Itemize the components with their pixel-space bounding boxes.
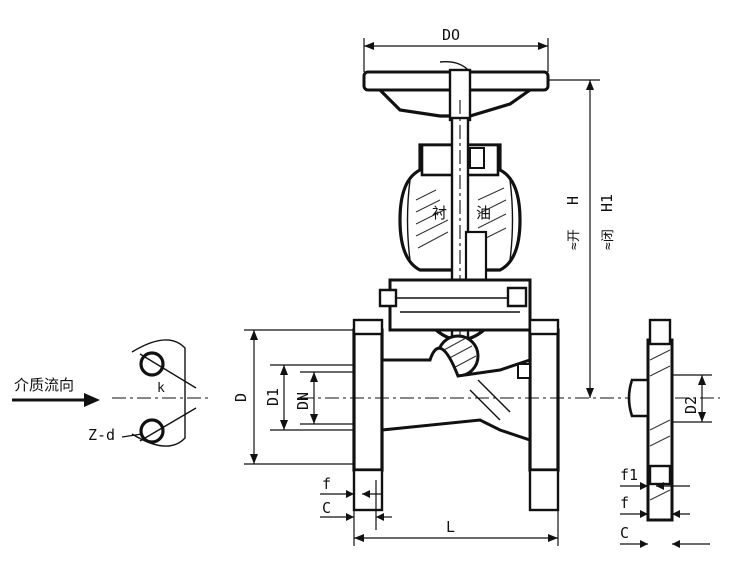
flow-arrow-head [84, 393, 100, 407]
dn-label: DN [294, 392, 312, 410]
bolt-diagonal-2 [139, 407, 197, 442]
d-label: D [232, 393, 250, 402]
bolt-diagonal-1 [139, 353, 197, 389]
bolt-pattern-view: k Z-d [88, 339, 212, 447]
l-dimension: L [353, 510, 559, 546]
left-flange-bolt-top [352, 318, 384, 336]
handwheel [362, 61, 550, 122]
k-label: k [157, 381, 165, 396]
right-flange-bolt-bottom [528, 468, 560, 512]
h1-approx-label: ≈闭 [601, 229, 616, 250]
h1-label: H1 [598, 194, 616, 212]
d1-label: D1 [264, 388, 282, 406]
f-label: f [322, 475, 331, 493]
lining-label-left: 衬 [432, 204, 447, 222]
h-dimensions: ≈开 H ≈闭 H1 [548, 79, 616, 398]
right-flange [528, 328, 560, 472]
f1-label: f1 [620, 466, 638, 484]
flow-direction-label: 介质流向 [14, 376, 74, 394]
bolt-hole-top [139, 351, 165, 377]
left-f-c-dimensions: f C [320, 475, 392, 530]
c-right-label: C [620, 524, 629, 542]
d2-dimension: D2 [672, 374, 712, 423]
bonnet-bolt-left [378, 288, 398, 308]
left-flange-bolt-bottom [352, 468, 384, 512]
f-right-label: f [620, 494, 629, 512]
right-f-c-dimensions: f1 f C [620, 466, 710, 548]
z-d-leader [121, 433, 143, 438]
h-label: H [564, 196, 582, 205]
dn-dimension: DN [294, 371, 354, 425]
l-label: L [446, 518, 455, 536]
bolt-hole-bottom [139, 418, 165, 444]
body-passage [380, 346, 532, 443]
z-d-label: Z-d [88, 426, 115, 444]
d2-label: D2 [682, 396, 700, 414]
lining-label-right: 油 [476, 204, 491, 222]
right-section-bolt-top [648, 318, 672, 346]
d1-dimension: D1 [264, 364, 354, 431]
d-dimension: D [232, 329, 354, 465]
flow-direction-indicator: 介质流向 [12, 376, 100, 407]
do-dimension: DO [363, 26, 549, 72]
flange-outline-arc [131, 339, 186, 447]
do-label: DO [442, 26, 460, 44]
right-flange-bolt-top [528, 318, 560, 336]
bonnet-bolt-right [506, 286, 528, 308]
bonnet-hatching [415, 187, 507, 249]
valve-body [352, 318, 560, 512]
right-section-bolt-bottom [648, 464, 672, 486]
h-approx-label: ≈开 [567, 229, 582, 250]
right-flange-section [627, 318, 674, 522]
c-label: C [322, 499, 331, 517]
left-flange [352, 328, 384, 472]
